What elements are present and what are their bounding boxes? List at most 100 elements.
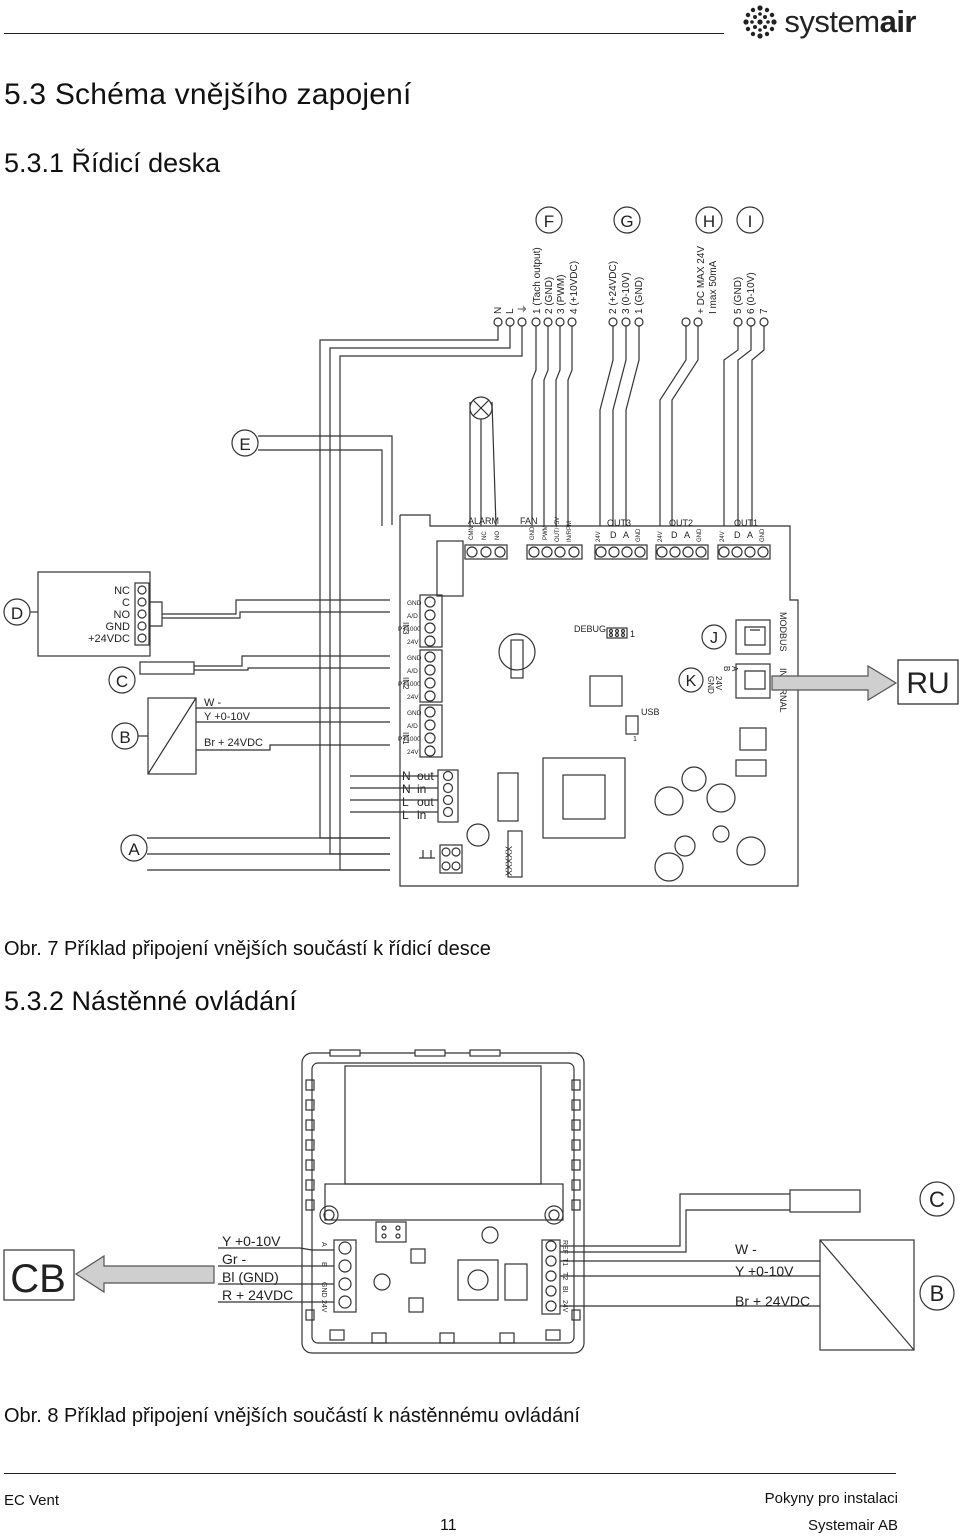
- ru-connection-arrow: RU: [771, 659, 959, 705]
- svg-text:CB: CB: [10, 1257, 66, 1301]
- svg-text:B: B: [722, 666, 731, 671]
- figure-7-wiring-diagram: F G H I N L ⏚ 1 (Tach output) 2 (GND) 3 …: [3, 206, 959, 887]
- sensor-B-labels: W - Y +0-10V Br + 24VDC: [204, 697, 263, 749]
- external-sensor-B: B: [111, 697, 390, 775]
- board-components: [437, 619, 771, 882]
- svg-text:GND: GND: [760, 528, 766, 542]
- svg-text:D: D: [734, 530, 741, 540]
- subsection-heading-1: 5.3.1 Řídicí deska: [4, 148, 221, 178]
- board-top-labels: ALARM FAN OUT3 OUT2 OUT1: [468, 516, 758, 528]
- left-wire-labels: Y +0-10V Gr - Bl (GND) R + 24VDC: [222, 1233, 293, 1303]
- svg-text:Br + 24VDC: Br + 24VDC: [204, 737, 263, 749]
- label-J-K: J K: [678, 624, 727, 693]
- svg-text:24V: 24V: [714, 676, 723, 691]
- external-sensor-C: C: [108, 655, 390, 694]
- svg-text:OUT3: OUT3: [607, 518, 631, 528]
- controller-side-tabs: [305, 1079, 581, 1321]
- svg-text:J: J: [710, 630, 718, 647]
- svg-text:+24VDC: +24VDC: [88, 633, 130, 645]
- svg-text:Br + 24VDC: Br + 24VDC: [735, 1293, 810, 1309]
- svg-text:24V: 24V: [658, 531, 664, 542]
- svg-text:IN3: IN3: [401, 622, 410, 635]
- svg-text:T1: T1: [561, 1258, 568, 1266]
- relay-wires: [162, 599, 390, 619]
- cb-connection-arrow: CB: [3, 1249, 215, 1301]
- svg-text:NC: NC: [114, 585, 130, 597]
- svg-text:24V: 24V: [720, 531, 726, 542]
- mains-A: A: [120, 775, 438, 871]
- systemair-logo: systemair: [742, 2, 917, 42]
- label-circles-top: F G H I: [535, 206, 764, 234]
- svg-text:IN1: IN1: [401, 732, 410, 745]
- svg-text:B: B: [119, 728, 130, 747]
- svg-text:B: B: [320, 1262, 327, 1267]
- svg-text:1: 1: [630, 629, 635, 639]
- svg-text:IN/RPM: IN/RPM: [567, 521, 573, 542]
- svg-text:PT1000: PT1000: [398, 736, 421, 743]
- figure-8-caption: Obr. 8 Příklad připojení vnějších součás…: [4, 1405, 580, 1427]
- svg-text:out: out: [417, 795, 434, 809]
- svg-text:GND: GND: [636, 528, 642, 542]
- svg-text:ALARM: ALARM: [468, 516, 499, 526]
- svg-text:H: H: [703, 212, 715, 231]
- right-wire-labels: W - Y +0-10V Br + 24VDC: [735, 1241, 810, 1309]
- svg-text:CMN: CMN: [469, 526, 475, 540]
- label-E: E: [231, 429, 393, 526]
- svg-text:GND: GND: [407, 600, 422, 607]
- svg-text:A: A: [128, 840, 140, 859]
- svg-text:FAN: FAN: [520, 516, 538, 526]
- svg-text:A: A: [730, 666, 739, 672]
- svg-text:Gr -: Gr -: [222, 1251, 246, 1267]
- wall-controller: [301, 1049, 585, 1354]
- svg-text:1 (GND): 1 (GND): [634, 277, 645, 314]
- svg-text:C: C: [122, 597, 130, 609]
- svg-text:L: L: [505, 308, 516, 314]
- svg-text:Bl (GND): Bl (GND): [222, 1269, 279, 1285]
- svg-text:B: B: [930, 1281, 945, 1306]
- svg-text:GND: GND: [407, 655, 422, 662]
- svg-text:OUT/+5V: OUT/+5V: [555, 517, 561, 542]
- alarm-lamp-icon: [469, 396, 497, 527]
- external-relay-D: D: [3, 571, 163, 657]
- svg-text:NO: NO: [495, 531, 501, 540]
- svg-text:I max 50mA: I max 50mA: [708, 260, 719, 314]
- svg-text:GND: GND: [530, 526, 536, 540]
- svg-text:E: E: [239, 435, 250, 454]
- svg-text:1: 1: [633, 736, 637, 743]
- svg-text:GND: GND: [697, 528, 703, 542]
- right-wires: [560, 1189, 861, 1307]
- svg-text:6 (0-10V): 6 (0-10V): [746, 272, 757, 314]
- svg-text:PT1000: PT1000: [398, 681, 421, 688]
- svg-text:OUT2: OUT2: [669, 518, 693, 528]
- ground-symbols: [419, 850, 435, 859]
- svg-text:G: G: [620, 212, 633, 231]
- svg-text:24V: 24V: [407, 639, 419, 646]
- svg-text:5 (GND): 5 (GND): [733, 277, 744, 314]
- svg-text:IN2: IN2: [401, 677, 410, 690]
- svg-text:A/D: A/D: [407, 668, 418, 675]
- subsection-heading-2: 5.3.2 Nástěnné ovládání: [4, 986, 297, 1016]
- svg-text:C: C: [116, 672, 128, 691]
- board-text-labels: DEBUG 1 USB 1 MODBUS INTERNAL GND 24V B …: [504, 612, 788, 876]
- control-board: [399, 514, 799, 887]
- external-sensor-B-2: B C: [819, 1181, 955, 1351]
- svg-text:A: A: [623, 530, 629, 540]
- svg-text:A: A: [320, 1242, 327, 1247]
- svg-text:Y +0-10V: Y +0-10V: [204, 711, 251, 723]
- svg-text:BI: BI: [561, 1286, 568, 1293]
- svg-text:GND: GND: [106, 621, 131, 633]
- footer-doc-title: Pokyny pro instalaci: [764, 1490, 898, 1507]
- svg-text:W -: W -: [204, 697, 221, 709]
- svg-text:Y +0-10V: Y +0-10V: [222, 1233, 281, 1249]
- svg-text:4 (+10VDC): 4 (+10VDC): [569, 261, 580, 314]
- svg-text:A: A: [684, 530, 690, 540]
- top-terminal-circles: [493, 317, 769, 327]
- svg-text:D: D: [671, 530, 678, 540]
- figure-7-caption: Obr. 7 Příklad připojení vnějších součás…: [4, 938, 491, 960]
- svg-text:MODBUS: MODBUS: [778, 612, 788, 652]
- svg-text:NC: NC: [482, 531, 488, 540]
- svg-text:A/D: A/D: [407, 613, 418, 620]
- figure-8-wall-controller-diagram: A B GND 24V REF T1 T2 BI 24V CB Y +0-10V…: [3, 1049, 955, 1354]
- brand-name: systemair: [784, 4, 916, 39]
- svg-text:2 (GND): 2 (GND): [544, 277, 555, 314]
